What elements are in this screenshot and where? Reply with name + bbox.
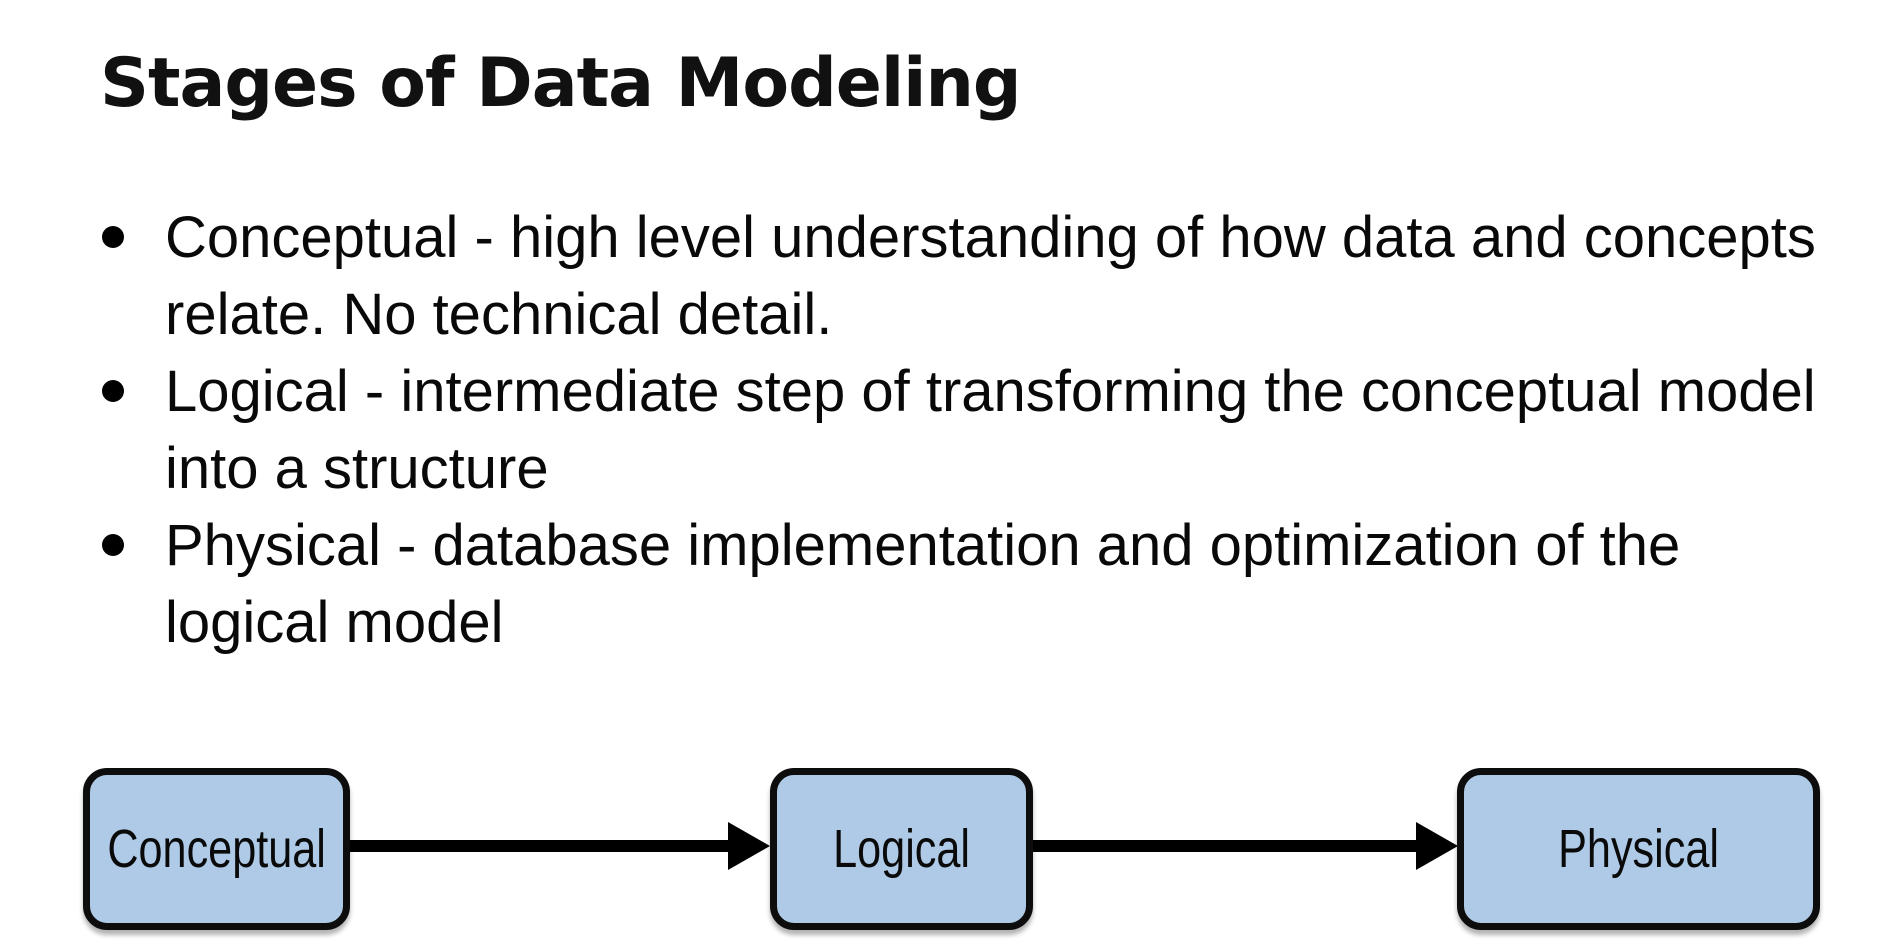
flow-node-label: Physical (1558, 819, 1719, 879)
bullet-item-conceptual: Conceptual - high level understanding of… (100, 199, 1816, 353)
bullet-line: Conceptual - high level understanding of… (165, 205, 1816, 270)
flow-node-physical: Physical (1457, 768, 1820, 930)
bullet-line: into a structure (165, 436, 549, 501)
flow-node-conceptual: Conceptual (83, 768, 350, 930)
bullet-list: Conceptual - high level understanding of… (100, 199, 1816, 661)
bullet-line: Logical - intermediate step of transform… (165, 359, 1816, 424)
bullet-marker-column (100, 199, 165, 248)
bullet-item-physical: Physical - database implementation and o… (100, 507, 1816, 661)
arrow-head-icon (1416, 822, 1458, 870)
arrow-line (350, 840, 734, 852)
arrow-head-icon (728, 822, 770, 870)
bullet-dot-icon (102, 534, 124, 556)
bullet-line: Physical - database implementation and o… (165, 513, 1681, 578)
flow-node-logical: Logical (770, 768, 1033, 930)
bullet-marker-column (100, 507, 165, 556)
bullet-line: logical model (165, 590, 504, 655)
arrow-line (1033, 840, 1421, 852)
bullet-line: relate. No technical detail. (165, 282, 833, 347)
bullet-dot-icon (102, 380, 124, 402)
slide-title: Stages of Data Modeling (100, 43, 1022, 123)
flow-node-label: Conceptual (107, 819, 326, 879)
flow-node-label: Logical (833, 819, 970, 879)
bullet-text-logical: Logical - intermediate step of transform… (165, 353, 1816, 507)
bullet-marker-column (100, 353, 165, 402)
bullet-text-physical: Physical - database implementation and o… (165, 507, 1680, 661)
bullet-text-conceptual: Conceptual - high level understanding of… (165, 199, 1816, 353)
bullet-dot-icon (102, 226, 124, 248)
bullet-item-logical: Logical - intermediate step of transform… (100, 353, 1816, 507)
